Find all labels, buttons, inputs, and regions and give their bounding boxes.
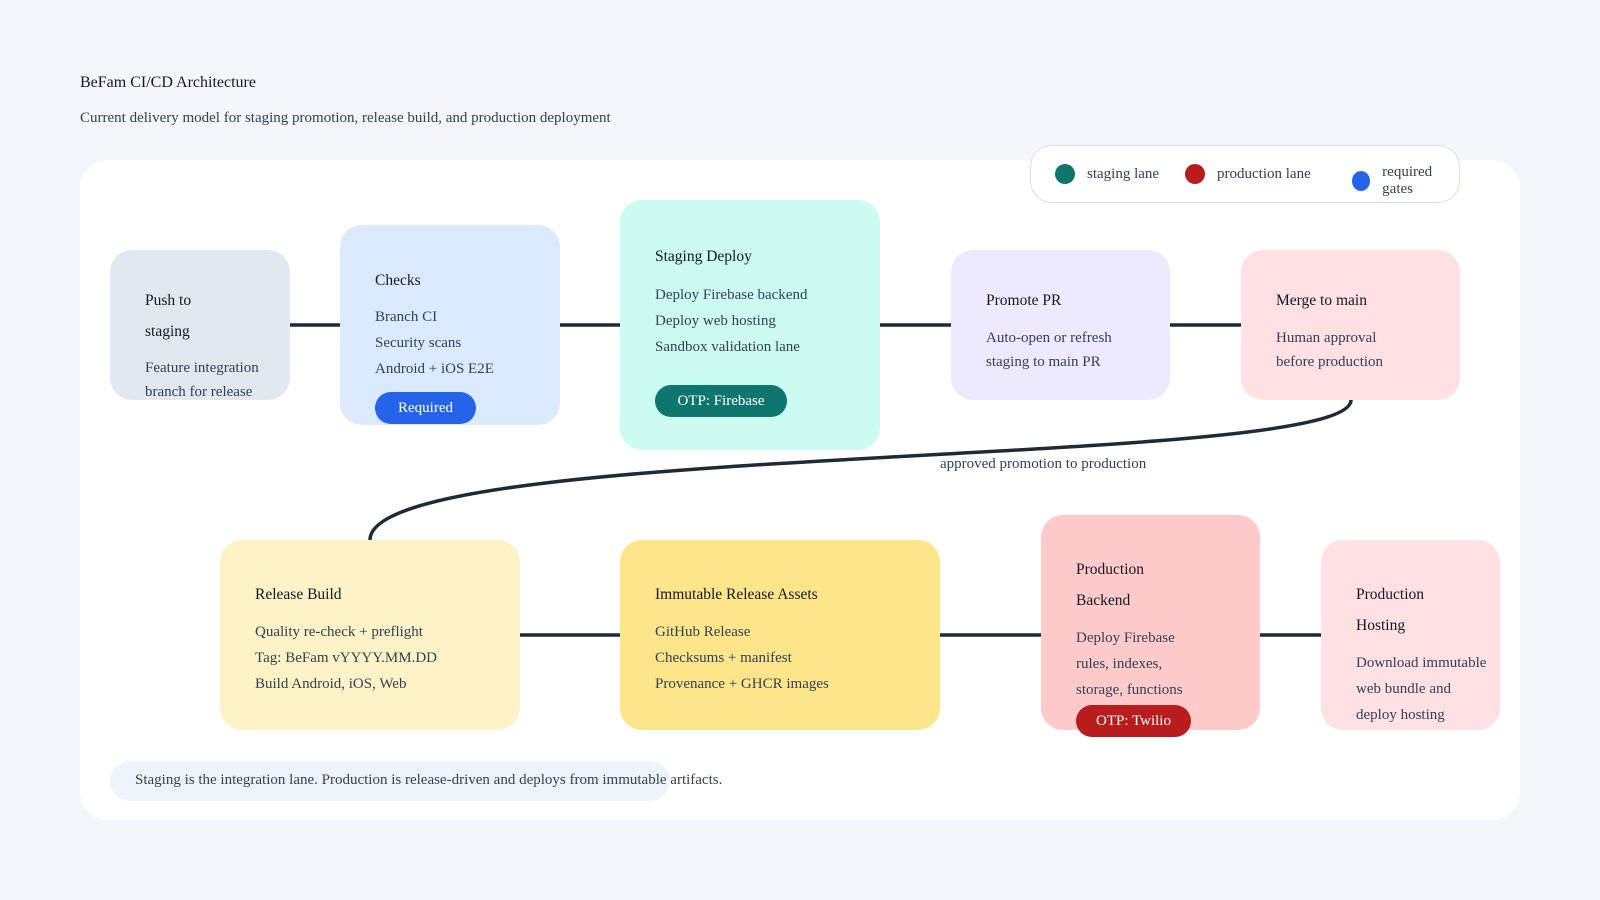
- node-title: Hosting: [1356, 617, 1406, 634]
- node-line: Deploy web hosting: [655, 313, 776, 329]
- node-merge-to-main: Merge to main Human approval before prod…: [1241, 250, 1460, 400]
- node-title: Production: [1356, 586, 1425, 603]
- firebase-otp-badge: OTP: Firebase: [655, 385, 787, 417]
- gates-dot-icon: [1352, 171, 1371, 191]
- legend-item-staging: staging lane: [1055, 164, 1159, 184]
- node-release-build: Release Build Quality re-check + preflig…: [220, 540, 520, 730]
- node-line: Sandbox validation lane: [655, 339, 800, 355]
- node-line: Deploy Firebase backend: [655, 287, 808, 303]
- node-line: deploy hosting: [1356, 707, 1445, 723]
- node-title: Push to: [145, 292, 192, 309]
- node-line: Quality re-check + preflight: [255, 624, 423, 640]
- node-immutable-release-assets: Immutable Release Assets GitHub Release …: [620, 540, 940, 730]
- node-staging-deploy: Staging Deploy Deploy Firebase backend D…: [620, 200, 880, 450]
- node-title: Merge to main: [1276, 292, 1367, 309]
- node-line: staging to main PR: [986, 354, 1101, 370]
- legend-label: production lane: [1217, 165, 1311, 182]
- node-line: branch for release: [145, 384, 253, 400]
- node-line: rules, indexes,: [1076, 656, 1163, 672]
- node-line: Checksums + manifest: [655, 650, 792, 666]
- node-title: Release Build: [255, 586, 342, 603]
- legend-item-production: production lane: [1185, 164, 1311, 184]
- node-title: Immutable Release Assets: [655, 586, 818, 603]
- node-promote-pr: Promote PR Auto-open or refresh staging …: [951, 250, 1170, 400]
- node-production-backend: Production Backend Deploy Firebase rules…: [1041, 515, 1260, 737]
- node-line: Deploy Firebase: [1076, 630, 1175, 646]
- node-line: Provenance + GHCR images: [655, 676, 829, 692]
- node-line: Auto-open or refresh: [986, 330, 1112, 346]
- legend: staging lane production lane required ga…: [1030, 145, 1460, 203]
- node-line: GitHub Release: [655, 624, 751, 640]
- edge-merge-release: [368, 399, 1353, 541]
- node-line: storage, functions: [1076, 682, 1183, 698]
- node-line: Human approval: [1276, 330, 1377, 346]
- footer-note-pill: [110, 761, 670, 801]
- page-subtitle: Current delivery model for staging promo…: [80, 110, 611, 126]
- legend-label: required gates: [1382, 164, 1433, 197]
- node-title: Staging Deploy: [655, 248, 752, 265]
- node-title: Production: [1076, 561, 1145, 578]
- staging-dot-icon: [1055, 164, 1075, 184]
- node-line: Android + iOS E2E: [375, 361, 494, 377]
- node-push-to-staging: Push to staging Feature integration bran…: [110, 250, 290, 400]
- node-line: Build Android, iOS, Web: [255, 676, 407, 692]
- node-title: staging: [145, 323, 190, 340]
- node-title: Checks: [375, 272, 421, 289]
- twilio-otp-badge: OTP: Twilio: [1076, 705, 1191, 737]
- node-title: Backend: [1076, 592, 1131, 609]
- required-badge: Required: [375, 392, 476, 424]
- edge-label-approved-promotion: approved promotion to production: [940, 456, 1147, 472]
- node-line: Tag: BeFam vYYYY.MM.DD: [255, 650, 438, 666]
- legend-label: staging lane: [1087, 165, 1160, 182]
- node-line: Branch CI: [375, 309, 438, 325]
- page-title: BeFam CI/CD Architecture: [80, 74, 256, 91]
- footer-note: Staging is the integration lane. Product…: [135, 772, 723, 788]
- production-dot-icon: [1185, 164, 1205, 184]
- node-checks: Checks Branch CI Security scans Android …: [340, 225, 560, 425]
- node-line: before production: [1276, 354, 1384, 370]
- node-line: Security scans: [375, 335, 462, 351]
- node-title: Promote PR: [986, 292, 1062, 309]
- legend-item-gates: required gates: [1352, 164, 1459, 198]
- node-line: web bundle and: [1356, 681, 1451, 697]
- node-line: Download immutable: [1356, 655, 1487, 671]
- node-line: Feature integration: [145, 360, 259, 376]
- node-production-hosting: Production Hosting Download immutable we…: [1321, 540, 1500, 730]
